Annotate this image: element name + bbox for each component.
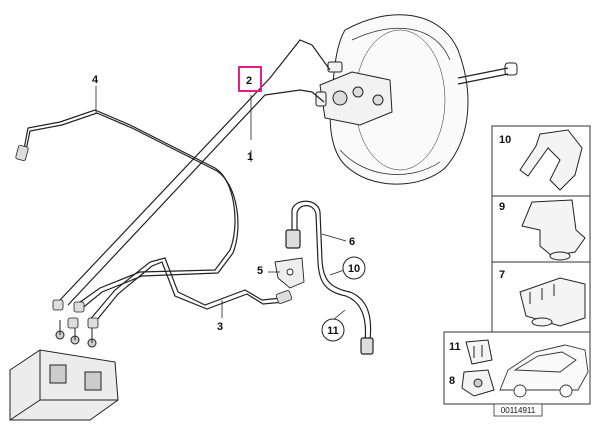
panel-label-8: 8 [449,375,455,387]
car-locator-icon [499,344,589,398]
brake-hoses [285,200,374,355]
unit-fittings [52,299,99,329]
bracket-5 [274,257,305,289]
pipe-end-fitting [15,144,293,304]
callout-2: 2 [246,75,252,87]
callout-11: 11 [327,325,339,337]
callout-10: 10 [348,263,360,275]
brake-lines [21,39,331,327]
highlight-box [238,66,262,92]
callout-5: 5 [257,265,263,277]
leader-lines [95,86,351,321]
clip-9 [521,199,586,261]
callout-4: 4 [92,74,99,86]
hydraulic-unit [9,320,119,421]
callout-11-circle: 11 [321,318,345,342]
panel-label-7: 7 [499,269,505,281]
panel-label-10: 10 [499,134,511,146]
panel-label-9: 9 [499,201,505,213]
callout-6: 6 [349,236,355,248]
ref-code-box [493,403,543,417]
callout-3: 3 [217,321,223,333]
panel-label-11: 11 [449,341,461,353]
clip-11 [465,339,493,365]
clip-7 [519,277,586,327]
callout-10-circle: 10 [342,256,366,280]
callout-1: 1 [247,151,253,163]
ref-code: 00114911 [501,406,536,415]
clip-10 [519,129,583,191]
clip-8 [461,369,495,397]
